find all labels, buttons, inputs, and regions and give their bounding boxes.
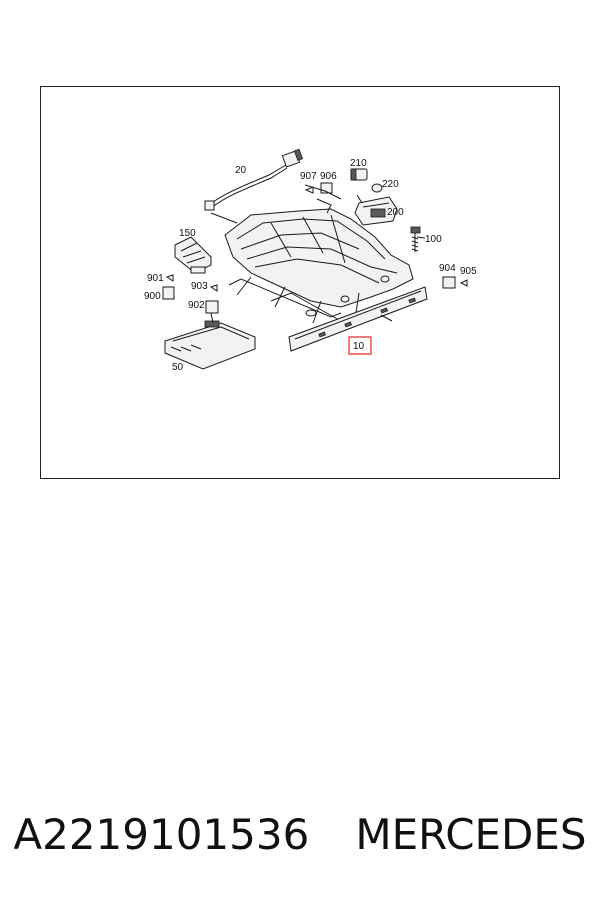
part-label-200: 200 — [387, 207, 404, 218]
part-label-907: 907 — [300, 171, 317, 182]
part-20-cable-harness — [204, 148, 304, 211]
part-904-clip — [442, 276, 456, 289]
part-10-side-rail — [288, 286, 428, 352]
exploded-parts-diagram: 20 210 907 906 220 200 150 100 901 904 9… — [144, 148, 477, 373]
part-label-50: 50 — [172, 362, 184, 373]
part-label-901: 901 — [147, 273, 164, 284]
seat-frame-assembly — [224, 184, 414, 324]
part-902-clip — [205, 300, 219, 314]
highlight-box-part-10 — [348, 336, 372, 355]
caption: A2219101536 MERCEDES — [0, 804, 600, 864]
part-label-220: 220 — [382, 179, 399, 190]
part-200-motor — [354, 196, 398, 226]
part-label-903: 903 — [191, 281, 208, 292]
brand-name: MERCEDES — [355, 809, 587, 859]
part-100-bolt — [410, 226, 421, 252]
part-907-screw — [304, 186, 314, 194]
part-900-clip — [162, 286, 175, 300]
part-label-905: 905 — [460, 266, 477, 277]
part-220-cap — [371, 183, 383, 193]
part-number: A2219101536 — [13, 809, 310, 859]
part-label-20: 20 — [235, 165, 247, 176]
diagram-frame: 20 210 907 906 220 200 150 100 901 904 9… — [40, 86, 560, 479]
leader-lines — [210, 194, 426, 324]
part-901-screw — [165, 274, 174, 282]
part-label-10: 10 — [353, 341, 365, 352]
part-label-100: 100 — [425, 234, 442, 245]
part-906-clip — [320, 182, 333, 194]
part-150-bracket — [174, 236, 212, 274]
part-label-902: 902 — [188, 300, 205, 311]
part-903-screw — [209, 284, 218, 292]
part-50-control-unit — [164, 320, 256, 370]
part-label-904: 904 — [439, 263, 456, 274]
part-905-screw — [459, 279, 468, 287]
part-label-210: 210 — [350, 158, 367, 169]
part-label-150: 150 — [179, 228, 196, 239]
part-label-900: 900 — [144, 291, 161, 302]
part-210-connector — [350, 168, 368, 181]
part-label-906: 906 — [320, 171, 337, 182]
